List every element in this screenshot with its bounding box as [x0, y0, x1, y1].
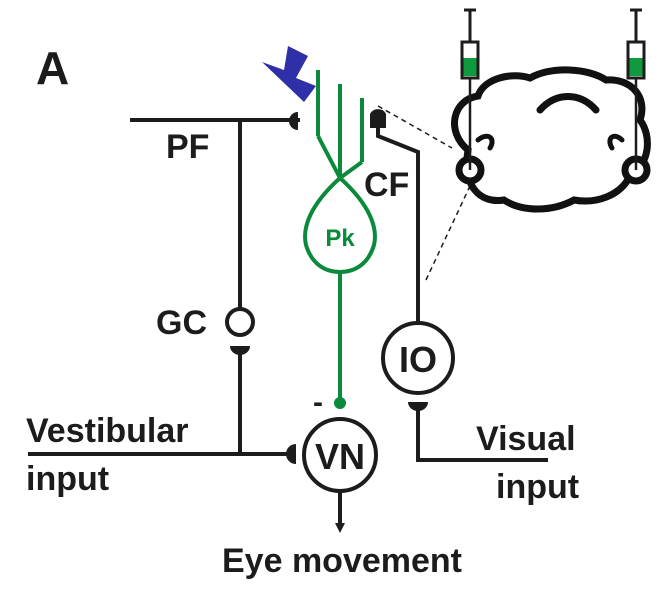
pk-inhibitory-terminal: [334, 397, 346, 409]
purkinje-cell: [303, 70, 377, 400]
vn-label: VN: [315, 436, 365, 477]
granule-cell-body: [225, 307, 255, 337]
projection-dash-bottom: [425, 185, 471, 281]
visual-label-line1: Visual: [476, 420, 576, 458]
vestibular-label-line2: input: [26, 460, 109, 498]
cf-synapse-terminal: [370, 109, 386, 128]
syringe-left-icon: [460, 8, 480, 170]
pf-label: PF: [166, 128, 209, 166]
panel-letter: A: [36, 42, 69, 94]
vn-vestibular-synapse: [286, 444, 296, 464]
inferior-olive: [381, 321, 455, 395]
pf-synapse-terminal: [289, 112, 298, 130]
cf-label: CF: [364, 166, 409, 204]
pk-label: Pk: [325, 225, 355, 252]
vestibular-label-line1: Vestibular: [26, 412, 189, 450]
inhibition-sign: -: [313, 386, 323, 419]
eye-movement-label: Eye movement: [222, 542, 462, 580]
syringe-right-icon: [626, 8, 646, 170]
brain-icon: [451, 66, 651, 213]
visual-input-line: [416, 402, 548, 462]
io-label: IO: [399, 339, 437, 380]
visual-label-line2: input: [496, 468, 579, 506]
stimulus-arrow-icon: [262, 46, 316, 102]
gc-label: GC: [156, 304, 207, 342]
climbing-fiber: [376, 124, 420, 322]
